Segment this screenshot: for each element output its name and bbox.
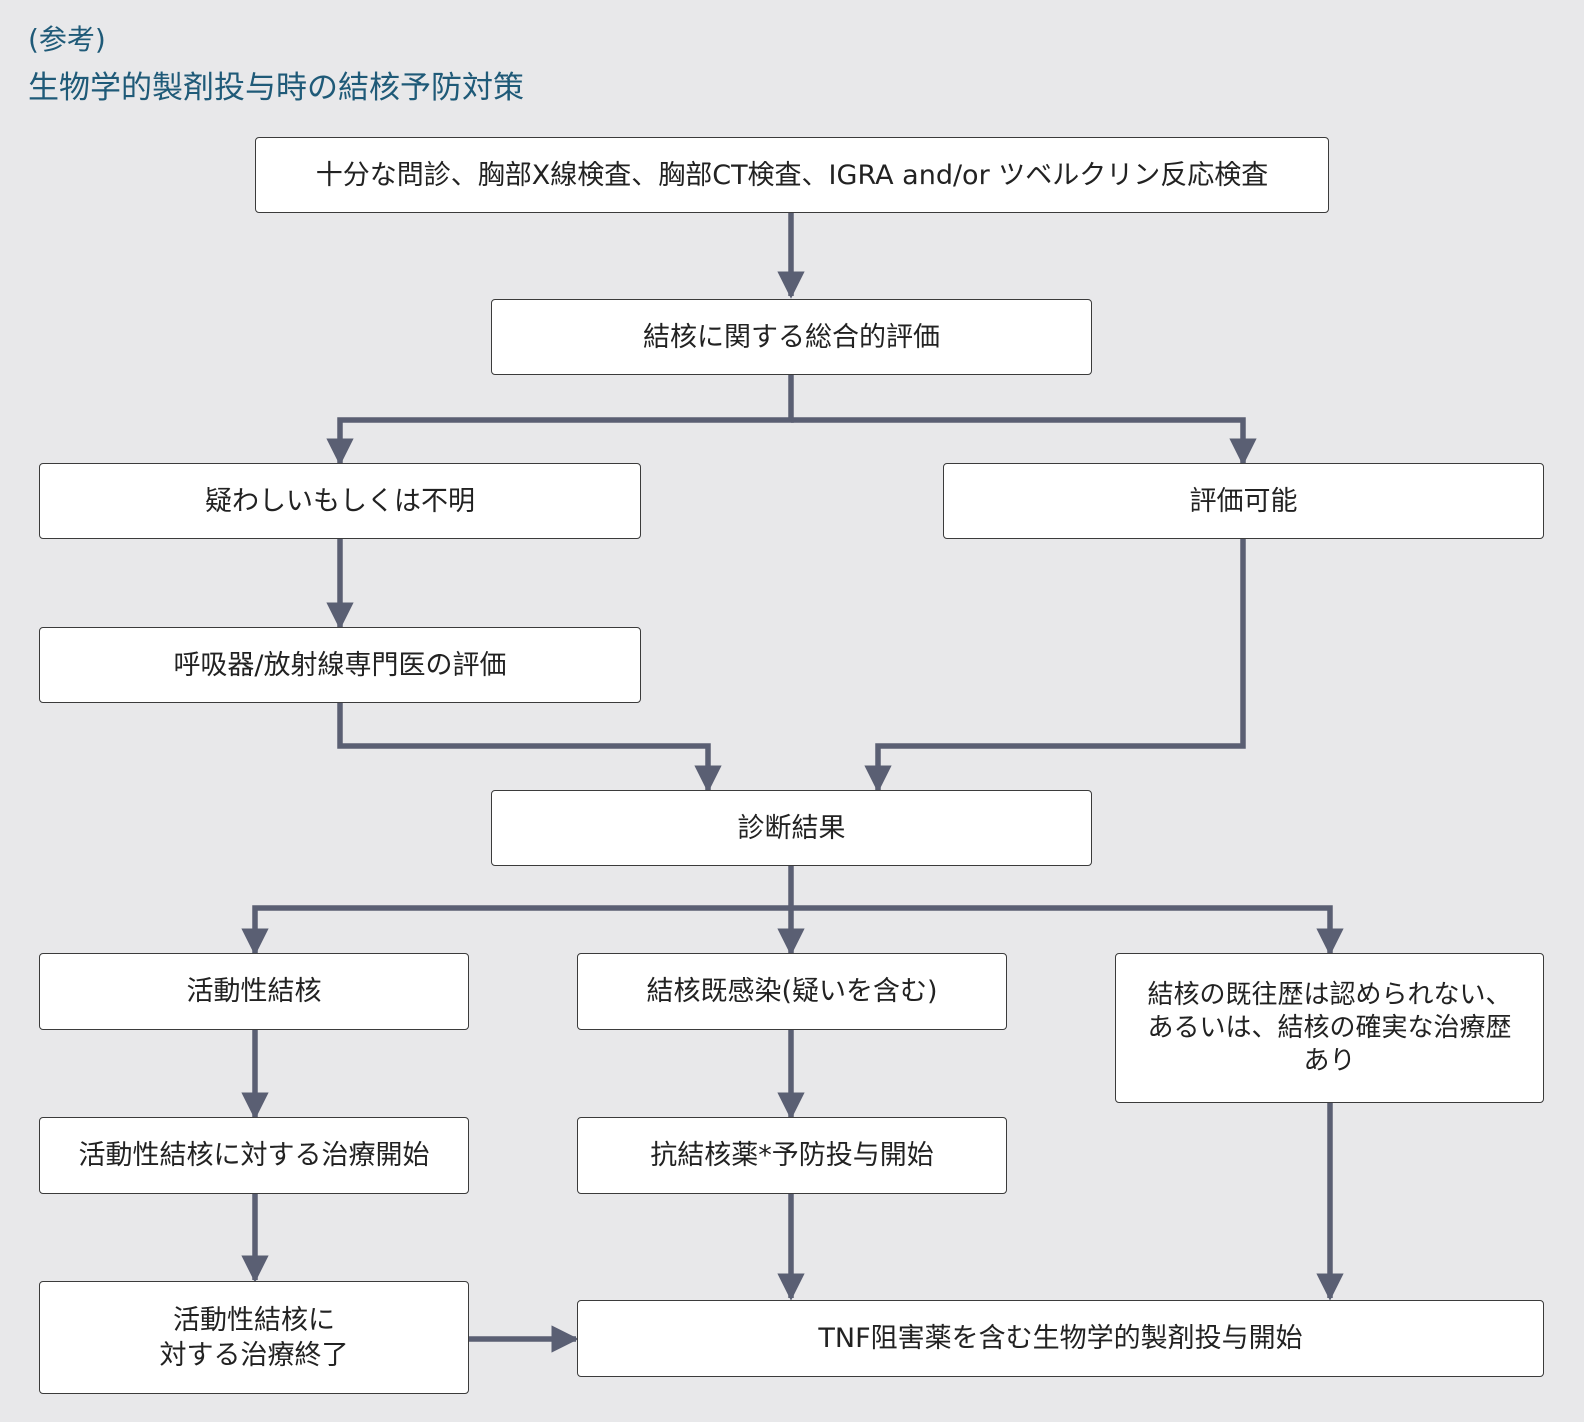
latent-tb-label: 結核既感染(疑いを含む) [646,976,938,1007]
reference-note: (参考) [28,23,106,56]
overall-evaluation-box: 結核に関する総合的評価 [491,299,1092,375]
screening-label: 十分な問診、胸部X線検査、胸部CT検査、IGRA and/or ツベルクリン反応… [315,159,1269,191]
screening-box: 十分な問診、胸部X線検査、胸部CT検査、IGRA and/or ツベルクリン反応… [255,137,1329,213]
active-tb-box: 活動性結核 [39,953,469,1030]
biologic-start-box: TNF阻害薬を含む生物学的製剤投与開始 [577,1300,1544,1377]
page-title: 生物学的製剤投与時の結核予防対策 [28,70,524,106]
doubtful-box: 疑わしいもしくは不明 [39,463,641,539]
no-history-box: 結核の既往歴は認められない、 あるいは、結核の確実な治療歴 あり [1115,953,1544,1103]
evaluable-box: 評価可能 [943,463,1544,539]
active-treatment-end-label: 活動性結核に 対する治療終了 [159,1304,349,1371]
prophylaxis-start-label: 抗結核薬*予防投与開始 [650,1140,934,1171]
biologic-start-label: TNF阻害薬を含む生物学的製剤投与開始 [818,1323,1303,1354]
active-treatment-end-box: 活動性結核に 対する治療終了 [39,1281,469,1394]
no-history-label: 結核の既往歴は認められない、 あるいは、結核の確実な治療歴 あり [1147,979,1512,1076]
active-treatment-start-label: 活動性結核に対する治療開始 [78,1140,430,1171]
diagnosis-box: 診断結果 [491,790,1092,866]
arrow-evaluable-to-diagnosis [864,538,1246,793]
branch-eval-right [791,417,1257,466]
branch-diagnosis-right [791,905,1344,956]
latent-tb-box: 結核既感染(疑いを含む) [577,953,1007,1030]
specialist-evaluation-label: 呼吸器/放射線専門医の評価 [173,649,507,681]
doubtful-label: 疑わしいもしくは不明 [205,485,475,517]
branch-diagnosis-left [241,905,791,956]
active-treatment-start-box: 活動性結核に対する治療開始 [39,1117,469,1194]
overall-evaluation-label: 結核に関する総合的評価 [643,321,940,353]
active-tb-label: 活動性結核 [186,976,322,1007]
evaluable-label: 評価可能 [1189,485,1298,517]
prophylaxis-start-box: 抗結核薬*予防投与開始 [577,1117,1007,1194]
branch-eval-split [326,374,794,466]
arrow-specialist-to-diagnosis [337,700,722,793]
diagnosis-label: 診断結果 [737,812,846,844]
specialist-evaluation-box: 呼吸器/放射線専門医の評価 [39,627,641,703]
